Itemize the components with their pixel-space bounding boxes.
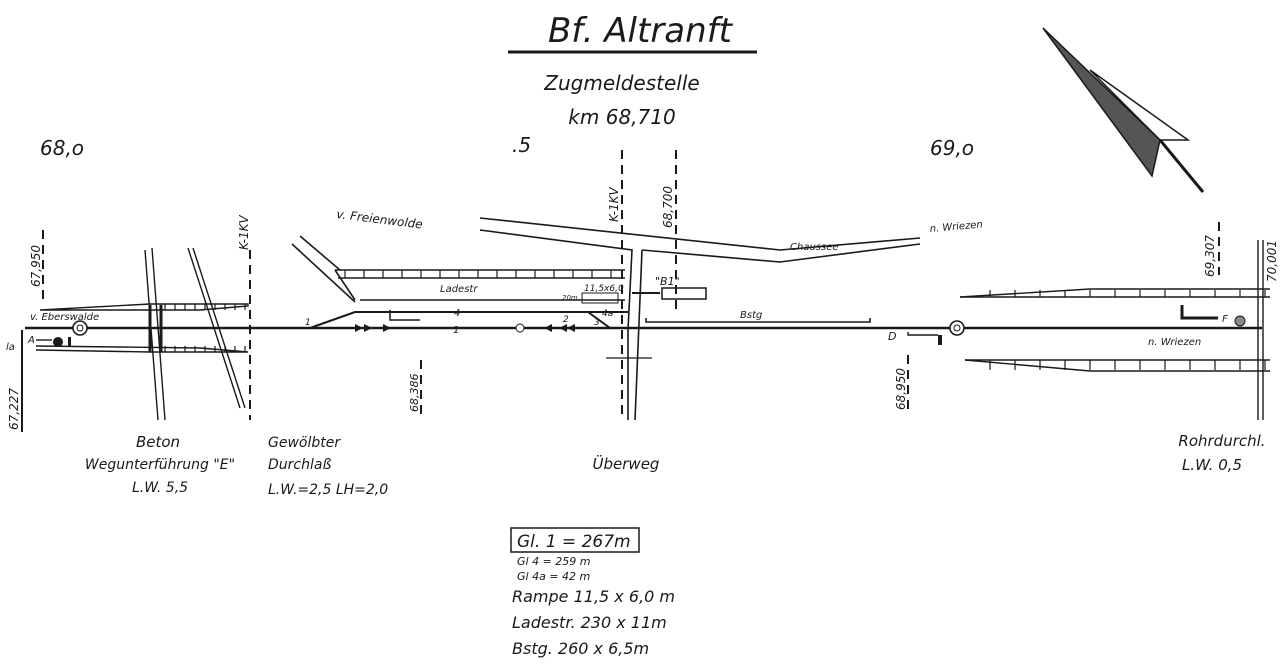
legend-bstg: Bstg. 260 x 6,5m [512, 639, 649, 658]
legend-rampe: Rampe 11,5 x 6,0 m [512, 587, 675, 606]
label-bstg: Bstg [740, 310, 762, 321]
chainage-67950: 67,950 [29, 245, 43, 287]
beton-label-3: L.W. 5,5 [132, 480, 188, 496]
signal-wriezen-icon [949, 320, 965, 336]
signal-eberswalde-icon [72, 320, 88, 336]
label-track-4a: 4a [602, 309, 613, 319]
track-end-stub [389, 310, 420, 321]
label-ramp-len: 20m [562, 294, 578, 302]
signal-d-icon [907, 332, 942, 345]
beton-label-1: Beton [136, 433, 180, 451]
label-chaussee: Chaussee [790, 242, 839, 253]
label-ladestr: Ladestr [440, 284, 478, 295]
chainage-67227: 67,227 [7, 388, 21, 430]
label-ramp-dim: 11,5x6,0 [584, 284, 624, 294]
culvert-gewoelbt [187, 247, 246, 409]
track-marker [515, 323, 525, 333]
embankment-hatching [164, 270, 1266, 370]
label-signal-d: D [888, 330, 896, 343]
km-marker-685: .5 [512, 133, 531, 157]
label-switch-1: 1 [305, 318, 311, 328]
label-track-4: 4 [454, 308, 460, 319]
chainage-68950: 68,950 [894, 368, 908, 410]
culvert-rohr [1257, 240, 1264, 420]
station-building [661, 287, 707, 300]
chainage-68386: 68,386 [408, 374, 421, 413]
label-switch-2: 2 [563, 315, 569, 325]
direction-arrows [355, 324, 575, 332]
north-arrow-icon [1042, 27, 1205, 193]
embankment-left [35, 303, 249, 353]
signal-a-icon [36, 337, 71, 347]
gewoelbt-label-2: Durchlaß [268, 457, 331, 473]
rohr-label-1: Rohrdurchl. [1178, 432, 1265, 450]
platform-bstg [645, 318, 871, 323]
km-marker-69: 69,o [930, 136, 974, 160]
label-from-freienwalde: v. Freienwolde [336, 207, 424, 231]
switch-3-connection [587, 311, 611, 329]
road-chaussee [479, 217, 921, 421]
chainage-70001: 70,001 [1265, 240, 1279, 282]
km-marker-68: 68,o [40, 136, 84, 160]
legend-ladestr: Ladestr. 230 x 11m [512, 613, 667, 632]
gewoelbt-label-3: L.W.=2,5 LH=2,0 [268, 482, 388, 498]
road-freienwalde [291, 235, 356, 303]
label-building: "B1" [655, 275, 680, 288]
chainage-68700: 68,700 [661, 186, 675, 228]
chainage-k1kv-mid: K-1KV [607, 187, 621, 222]
label-track-1: 1 [453, 325, 459, 336]
chainage-69307: 69,307 [1203, 235, 1217, 277]
station-type: Zugmeldestelle [543, 71, 699, 95]
station-km: km 68,710 [568, 105, 675, 129]
label-to-wriezen-track: n. Wriezen [1148, 337, 1201, 348]
bridge-beton [144, 247, 166, 421]
signal-f-icon [1180, 305, 1246, 327]
siding-track-4 [309, 311, 628, 329]
station-title: Bf. Altranft [548, 11, 734, 51]
loading-ramp [581, 292, 619, 304]
label-signal-f: F [1222, 314, 1228, 325]
embankment-right [959, 288, 1270, 372]
legend-gl4: Gl 4 = 259 m [517, 555, 591, 568]
beton-label-2: Wegunterführung "E" [85, 457, 235, 473]
rohr-label-2: L.W. 0,5 [1182, 456, 1242, 474]
label-from-eberswalde: v. Eberswalde [30, 312, 99, 323]
legend-gl4a: Gl 4a = 42 m [517, 570, 590, 583]
label-signal-a: A [27, 335, 35, 346]
label-signal-la: la [6, 342, 15, 353]
legend-box [510, 527, 640, 553]
label-to-wriezen-road: n. Wriezen [929, 219, 983, 235]
gewoelbt-label-1: Gewölbter [268, 435, 341, 451]
legend-gl1: Gl. 1 = 267m [517, 532, 631, 552]
label-switch-3: 3 [594, 318, 600, 328]
chainage-k1kv-left: K-1KV [237, 215, 251, 250]
ueberweg-label: Überweg [593, 454, 660, 473]
